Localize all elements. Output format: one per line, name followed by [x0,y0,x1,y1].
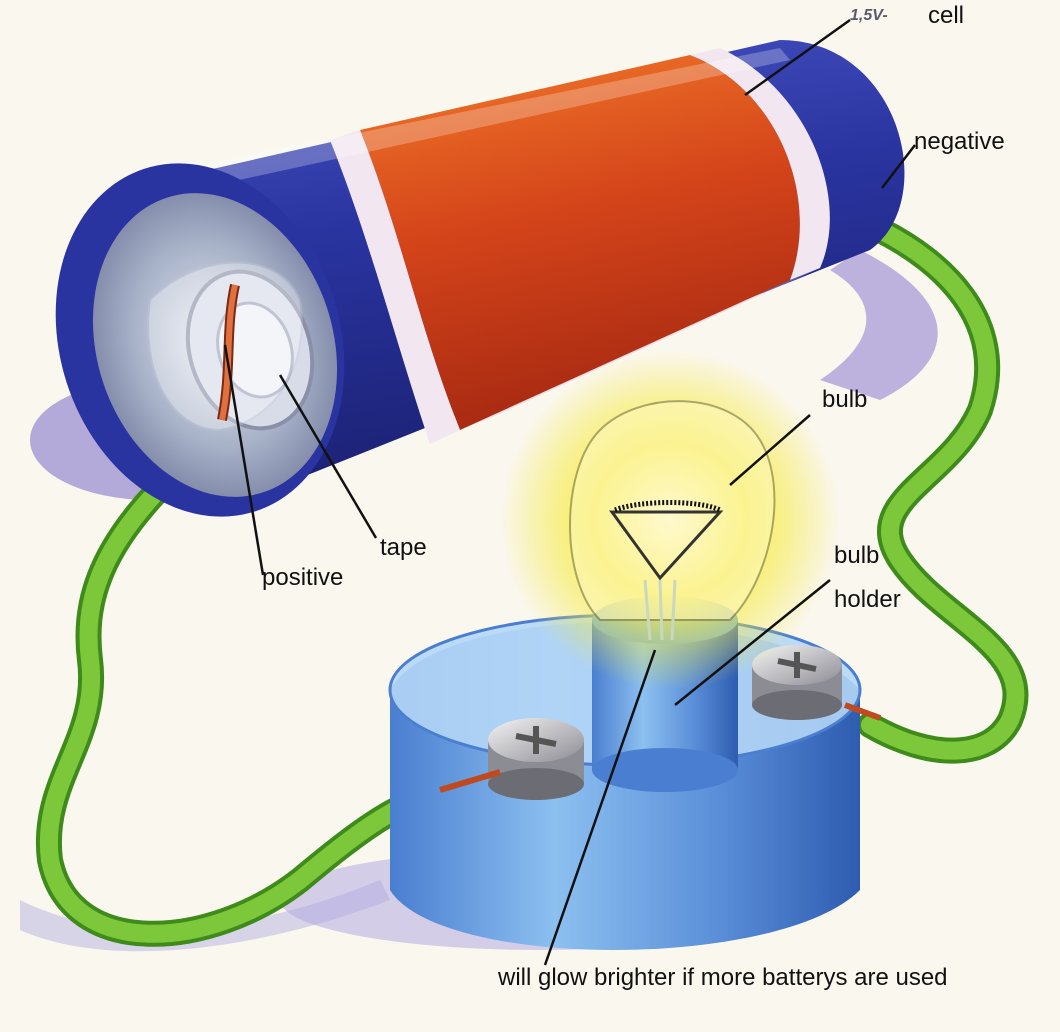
label-tape: tape [380,536,427,560]
screw-left [488,718,584,800]
label-glow-note: will glow brighter if more batterys are … [498,966,948,990]
label-bulb: bulb [822,388,867,412]
voltage-label: 1,5V- [850,8,888,24]
label-cell: cell [928,4,964,28]
bulb [500,350,840,690]
label-negative: negative [914,130,1005,154]
label-positive: positive [262,566,343,590]
label-bulb-holder-line2: holder [834,588,901,612]
label-bulb-holder-line1: bulb [834,544,879,568]
